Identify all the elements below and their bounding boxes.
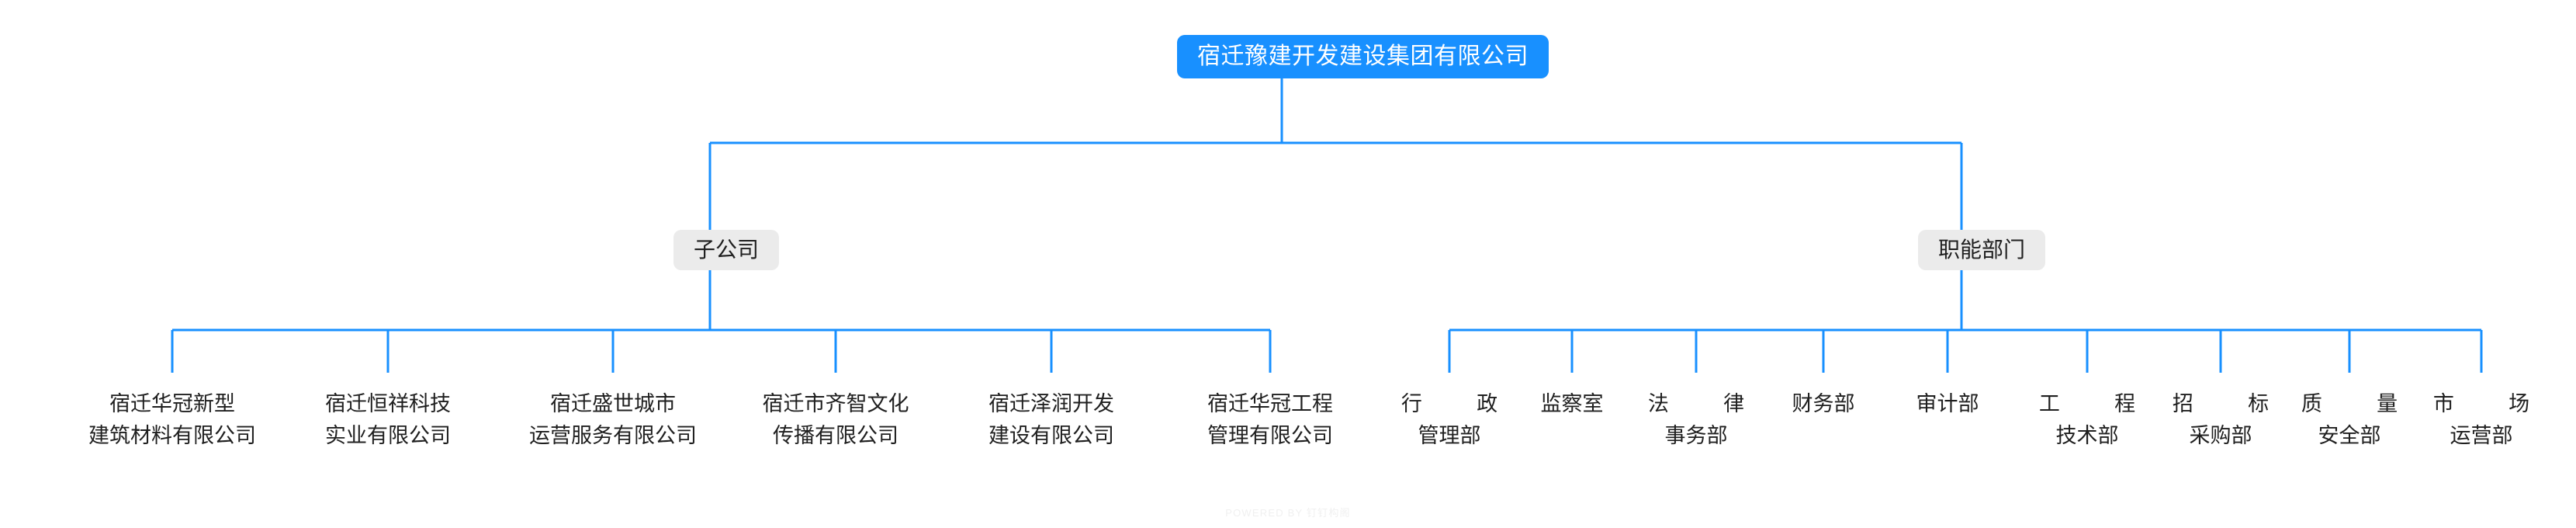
org-node-leaf[interactable]: 市场运营部 bbox=[2365, 388, 2576, 451]
org-node-leaf[interactable]: 宿迁盛世城市运营服务有限公司 bbox=[497, 388, 729, 451]
org-node-leaf-line: 质量 bbox=[2301, 392, 2398, 415]
org-node-leaf-line: 宿迁华冠工程 bbox=[1207, 392, 1333, 415]
org-node-leaf-line: 法律 bbox=[1647, 392, 1745, 415]
org-node-leaf-line: 宿迁恒祥科技 bbox=[325, 392, 451, 415]
org-node-leaf-line: 招标 bbox=[2172, 392, 2270, 415]
org-node-leaf-line: 建筑材料有限公司 bbox=[88, 423, 256, 447]
org-node-leaf-line: 技术部 bbox=[2055, 423, 2119, 447]
org-node-leaf-line: 运营服务有限公司 bbox=[529, 423, 697, 447]
org-node-root[interactable]: 宿迁豫建开发建设集团有限公司 bbox=[1177, 35, 1549, 78]
org-node-leaf[interactable]: 财务部 bbox=[1707, 388, 1940, 420]
org-node-leaf-line: 审计部 bbox=[1916, 392, 1979, 415]
org-node-leaf-line: 采购部 bbox=[2189, 423, 2252, 447]
org-node-leaf[interactable]: 行政管理部 bbox=[1333, 388, 1566, 451]
org-node-leaf[interactable]: 宿迁市齐智文化传播有限公司 bbox=[719, 388, 952, 451]
org-node-leaf[interactable]: 工程技术部 bbox=[1971, 388, 2204, 451]
org-node-leaf[interactable]: 监察室 bbox=[1456, 388, 1688, 420]
org-node-leaf[interactable]: 宿迁华冠新型建筑材料有限公司 bbox=[56, 388, 289, 451]
org-node-leaf[interactable]: 宿迁恒祥科技实业有限公司 bbox=[272, 388, 504, 451]
org-node-leaf-line: 宿迁市齐智文化 bbox=[762, 392, 909, 415]
org-node-leaf[interactable]: 招标采购部 bbox=[2104, 388, 2337, 451]
org-node-leaf[interactable]: 宿迁华冠工程管理有限公司 bbox=[1154, 388, 1387, 451]
org-node-group-subsidiaries[interactable]: 子公司 bbox=[673, 230, 780, 270]
org-node-leaf[interactable]: 宿迁泽润开发建设有限公司 bbox=[935, 388, 1168, 451]
org-node-leaf[interactable]: 法律事务部 bbox=[1580, 388, 1813, 451]
org-node-leaf-line: 工程 bbox=[2038, 392, 2136, 415]
org-node-leaf-line: 运营部 bbox=[2450, 423, 2513, 447]
org-node-leaf-line: 监察室 bbox=[1540, 392, 1604, 415]
watermark-label: POWERED BY 钉钉构阁 bbox=[1225, 507, 1351, 519]
org-node-leaf-line: 行政 bbox=[1401, 392, 1498, 415]
org-node-leaf-line: 建设有限公司 bbox=[989, 423, 1114, 447]
org-node-leaf-line: 安全部 bbox=[2318, 423, 2381, 447]
org-node-leaf-line: 宿迁盛世城市 bbox=[550, 392, 676, 415]
org-node-leaf-line: 宿迁华冠新型 bbox=[109, 392, 235, 415]
org-node-leaf-line: 管理部 bbox=[1418, 423, 1481, 447]
org-node-leaf-line: 财务部 bbox=[1792, 392, 1855, 415]
org-node-leaf-line: 市场 bbox=[2432, 392, 2530, 415]
org-node-group-departments[interactable]: 职能部门 bbox=[1918, 230, 2046, 270]
org-node-leaf-line: 事务部 bbox=[1664, 423, 1728, 447]
org-node-leaf-line: 传播有限公司 bbox=[773, 423, 898, 447]
org-node-leaf-line: 管理有限公司 bbox=[1207, 423, 1333, 447]
org-node-leaf[interactable]: 审计部 bbox=[1831, 388, 2064, 420]
org-node-leaf[interactable]: 质量安全部 bbox=[2233, 388, 2466, 451]
org-node-leaf-line: 实业有限公司 bbox=[325, 423, 451, 447]
org-node-leaf-line: 宿迁泽润开发 bbox=[989, 392, 1114, 415]
